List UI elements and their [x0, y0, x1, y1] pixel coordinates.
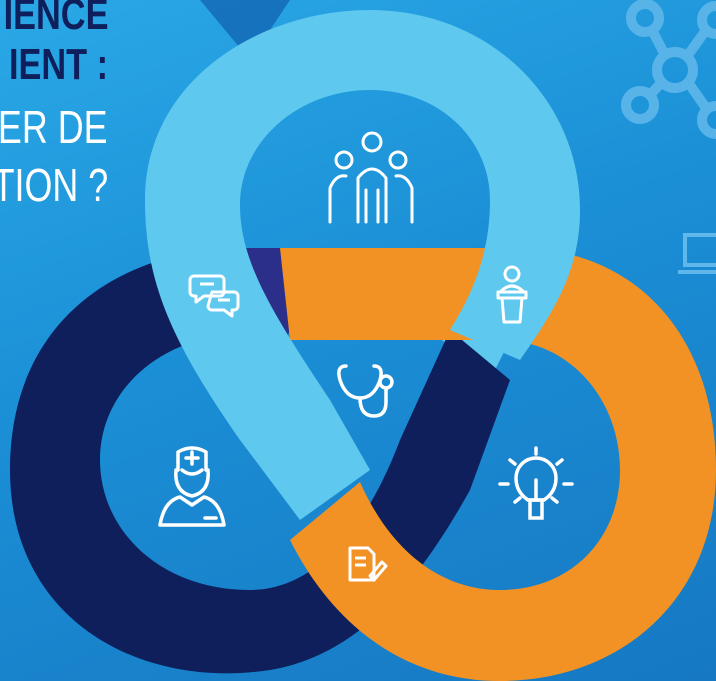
laptop-icon: [678, 233, 716, 274]
light-blue-loop: [145, 10, 580, 520]
headline-line-1: IENCE: [3, 0, 108, 39]
headline-line-3: ER DE: [0, 101, 108, 153]
speaker-podium-icon: [496, 265, 528, 324]
group-people-icon: [328, 131, 414, 224]
chat-bubbles-icon: [188, 274, 240, 318]
headline: IENCE IENT : ER DE TION ?: [0, 0, 130, 220]
stethoscope-icon: [337, 364, 394, 418]
headline-line-2: IENT :: [8, 40, 108, 89]
bg-triangle-top: [200, 0, 290, 60]
document-edit-icon: [348, 546, 388, 582]
orange-loop: [280, 248, 716, 681]
lightbulb-icon: [498, 446, 574, 520]
network-icon: [621, 0, 716, 139]
nurse-icon: [158, 446, 226, 527]
headline-line-4: TION ?: [0, 159, 108, 211]
